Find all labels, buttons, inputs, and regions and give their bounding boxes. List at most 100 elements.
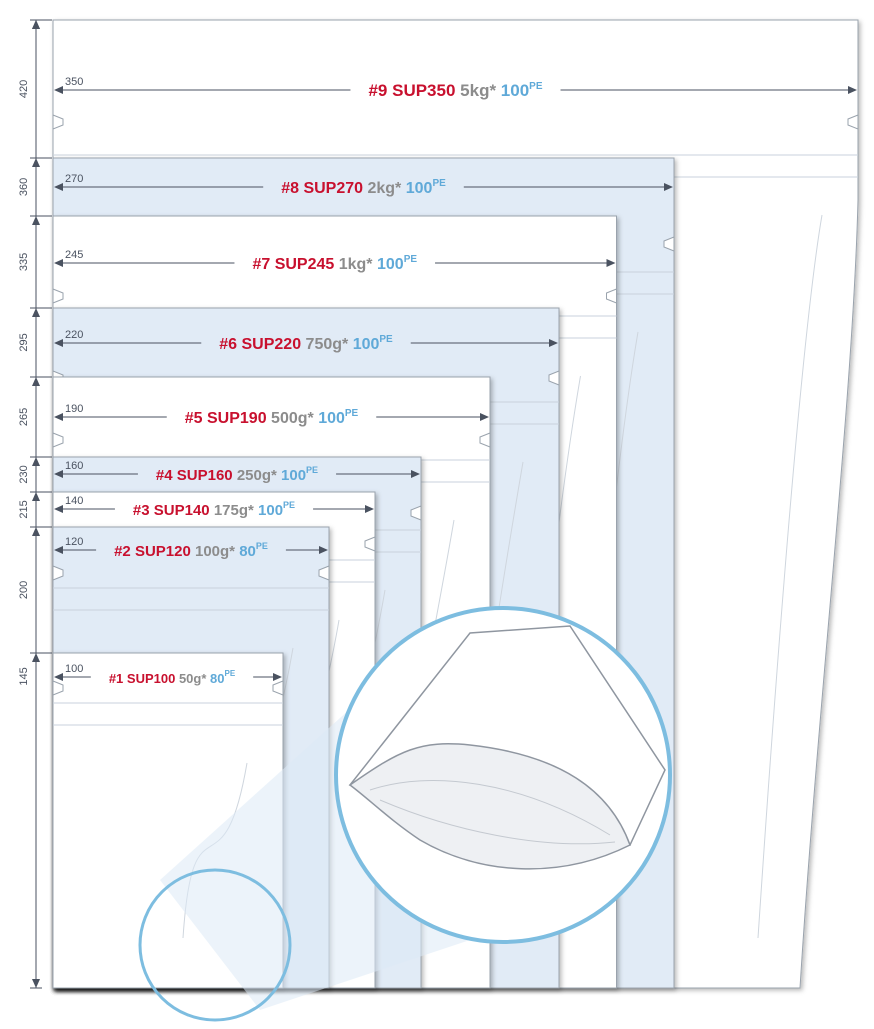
width-value: 190 [65,403,83,415]
arrow-head [32,653,40,662]
pouch-code: #8 SUP270 [281,180,367,197]
arrow-head [273,673,282,681]
pouch-label: #2 SUP120 100g* 80PE [114,541,268,560]
height-value: 265 [18,408,30,426]
arrow-head [32,158,40,167]
width-value: 140 [65,495,83,507]
pouch-capacity: 500g* [271,410,318,427]
arrow-head [54,259,63,267]
magnifier-small-circle [138,868,292,1022]
height-value: 295 [18,333,30,351]
pouch-capacity: 750g* [306,336,353,353]
arrow-head [32,377,40,386]
width-value: 160 [65,460,83,472]
pouch-thickness: 100 [501,81,529,100]
tear-notch-right [606,288,617,304]
pouch-label: #1 SUP100 50g* 80PE [109,669,236,686]
pouch-code: #6 SUP220 [219,336,305,353]
gusset-base [348,743,631,870]
pouch-code: #2 SUP120 [114,543,195,560]
pouch-capacity: 100g* [195,543,239,560]
pouch-material: PE [529,81,543,92]
pouch-material: PE [432,178,446,189]
gusset-fold [379,799,616,845]
arrow-head [480,413,489,421]
pouch-thickness: 100 [318,410,345,427]
height-value: 215 [18,500,30,518]
arrow-head [54,505,63,513]
pouch-capacity: 250g* [237,467,281,484]
pouch-material: PE [306,465,318,475]
pouch-material: PE [404,254,418,265]
tear-notch-left [52,114,64,130]
tear-notch-right [479,432,491,448]
tear-notch-left [52,288,64,304]
arrow-head [32,527,40,536]
pouch-code: #1 SUP100 [109,671,179,686]
height-value: 360 [18,178,30,196]
pouch-thickness: 100 [377,256,404,273]
pouch-material: PE [224,669,235,678]
pouch-label: #7 SUP245 1kg* 100PE [252,254,417,273]
width-value: 220 [65,329,83,341]
pouch-thickness: 100 [258,502,283,519]
tear-notch-left [52,565,64,581]
tear-notch-right [318,565,330,581]
tear-notch-right [410,505,422,521]
pouch-capacity: 50g* [179,671,210,686]
pouch-capacity: 5kg* [460,81,501,100]
gusset-detail [348,625,666,870]
pouch-thickness: 100 [281,467,306,484]
gusset-fold [369,780,611,836]
pouch-label: #6 SUP220 750g* 100PE [219,334,393,353]
pouch-code: #4 SUP160 [156,467,237,484]
pouch-code: #9 SUP350 [368,81,460,100]
arrow-head [54,673,63,681]
tear-notch-left [52,680,64,696]
arrow-head [32,457,40,466]
pouch-material: PE [345,408,359,419]
width-value: 270 [65,173,83,185]
tear-notch-right [847,114,859,130]
pouch-label: #4 SUP160 250g* 100PE [156,465,318,484]
arrow-head [32,979,40,988]
pouch-thickness: 100 [406,180,433,197]
pouch-label: #9 SUP350 5kg* 100PE [368,81,542,100]
arrow-head [32,20,40,29]
arrow-head [54,339,63,347]
arrow-head [319,546,328,554]
arrow-head [549,339,558,347]
arrow-head [848,86,857,94]
pouch-label: #3 SUP140 175g* 100PE [133,500,295,519]
arrow-head [32,216,40,225]
pouch-code: #3 SUP140 [133,502,214,519]
height-value: 200 [18,581,30,599]
pouch-thickness: 80 [239,543,256,560]
arrow-head [54,183,63,191]
pouch-material: PE [256,541,268,551]
arrow-head [54,470,63,478]
width-value: 350 [65,76,83,88]
pouch-code: #5 SUP190 [185,410,271,427]
pouch-code: #7 SUP245 [252,256,338,273]
fold-line [757,214,823,939]
arrow-head [54,413,63,421]
arrow-head [54,546,63,554]
pouch-thickness: 80 [210,671,224,686]
height-value: 335 [18,253,30,271]
tear-notch-left [52,432,64,448]
arrow-head [606,259,616,267]
pouch-capacity: 175g* [214,502,258,519]
width-value: 245 [65,249,83,261]
tear-notch-right [663,236,675,252]
arrow-head [32,492,40,501]
arrow-head [32,308,40,317]
pouch-material: PE [283,500,295,510]
height-value: 420 [18,80,30,98]
width-value: 120 [65,536,83,548]
pouch-material: PE [379,334,393,345]
width-value: 100 [65,663,83,675]
pouch-thickness: 100 [353,336,380,353]
